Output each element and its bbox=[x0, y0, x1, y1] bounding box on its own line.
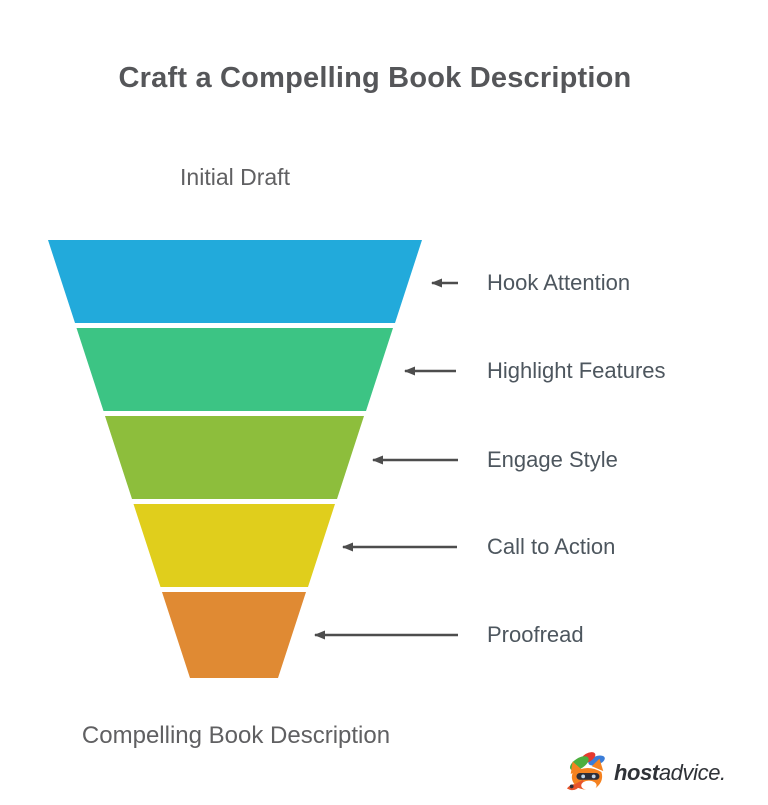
hostadvice-logo: hostadvice. bbox=[564, 748, 726, 798]
funnel-stage-engage-style bbox=[105, 416, 364, 499]
logo-text-advice: advice. bbox=[658, 760, 726, 785]
funnel-stage-proofread bbox=[162, 592, 306, 678]
stage-label-hook-attention: Hook Attention bbox=[487, 270, 631, 295]
funnel-output-label: Compelling Book Description bbox=[81, 722, 391, 749]
stage-label-proofread: Proofread bbox=[487, 622, 584, 647]
funnel-input-label: Initial Draft bbox=[180, 164, 290, 190]
funnel-stage-highlight-features bbox=[76, 328, 393, 411]
stage-label-call-to-action: Call to Action bbox=[487, 534, 616, 559]
stage-label-engage-style: Engage Style bbox=[487, 447, 618, 472]
page-title: Craft a Compelling Book Description bbox=[118, 62, 632, 94]
stage-label-highlight-features: Highlight Features bbox=[487, 358, 666, 383]
stage-arrows bbox=[314, 278, 458, 640]
funnel-stage-hook-attention bbox=[48, 240, 422, 323]
hostadvice-logo-text: hostadvice. bbox=[614, 760, 726, 786]
hostadvice-fox-icon bbox=[566, 752, 605, 791]
logo-text-host: host bbox=[614, 760, 659, 785]
funnel-stage-call-to-action bbox=[133, 504, 335, 587]
